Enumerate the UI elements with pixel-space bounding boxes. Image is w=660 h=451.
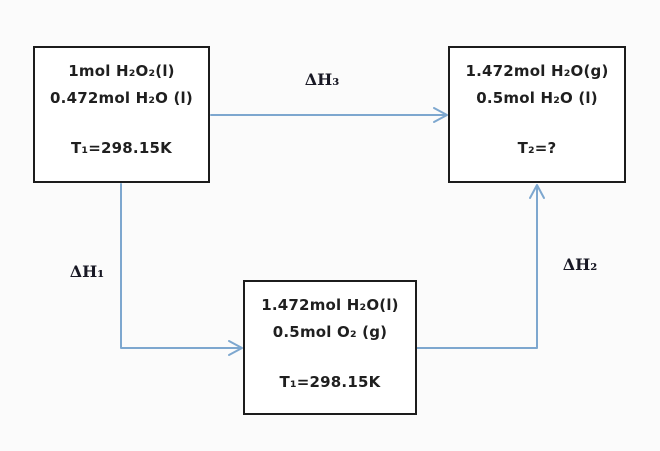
initial-state-box: 1mol H₂O₂(l) 0.472mol H₂O (l) T₁=298.15K <box>33 46 210 183</box>
intermediate-state-species-2: 0.5mol O₂ (g) <box>272 323 388 341</box>
initial-state-temperature: T₁=298.15K <box>71 139 172 157</box>
delta-h2-label: ΔH₂ <box>562 255 598 274</box>
intermediate-state-species-1: 1.472mol H₂O(l) <box>261 296 399 314</box>
arrow-dh2-head-icon <box>529 184 545 199</box>
arrow-dh1-line <box>120 183 240 349</box>
final-state-species-1: 1.472mol H₂O(g) <box>465 62 609 80</box>
arrow-dh2-line <box>416 187 538 349</box>
intermediate-state-box: 1.472mol H₂O(l) 0.5mol O₂ (g) T₁=298.15K <box>243 280 417 415</box>
delta-h3-label: ΔH₃ <box>304 70 340 89</box>
delta-h1-label: ΔH₁ <box>69 262 105 281</box>
intermediate-state-temperature: T₁=298.15K <box>279 373 381 391</box>
initial-state-species-1: 1mol H₂O₂(l) <box>68 62 175 80</box>
final-state-box: 1.472mol H₂O(g) 0.5mol H₂O (l) T₂=? <box>448 46 626 183</box>
final-state-species-2: 0.5mol H₂O (l) <box>476 89 598 107</box>
initial-state-species-2: 0.472mol H₂O (l) <box>50 89 193 107</box>
arrow-dh1-head-icon <box>228 340 243 356</box>
arrow-dh3-head-icon <box>433 107 448 123</box>
final-state-temperature: T₂=? <box>517 139 557 157</box>
